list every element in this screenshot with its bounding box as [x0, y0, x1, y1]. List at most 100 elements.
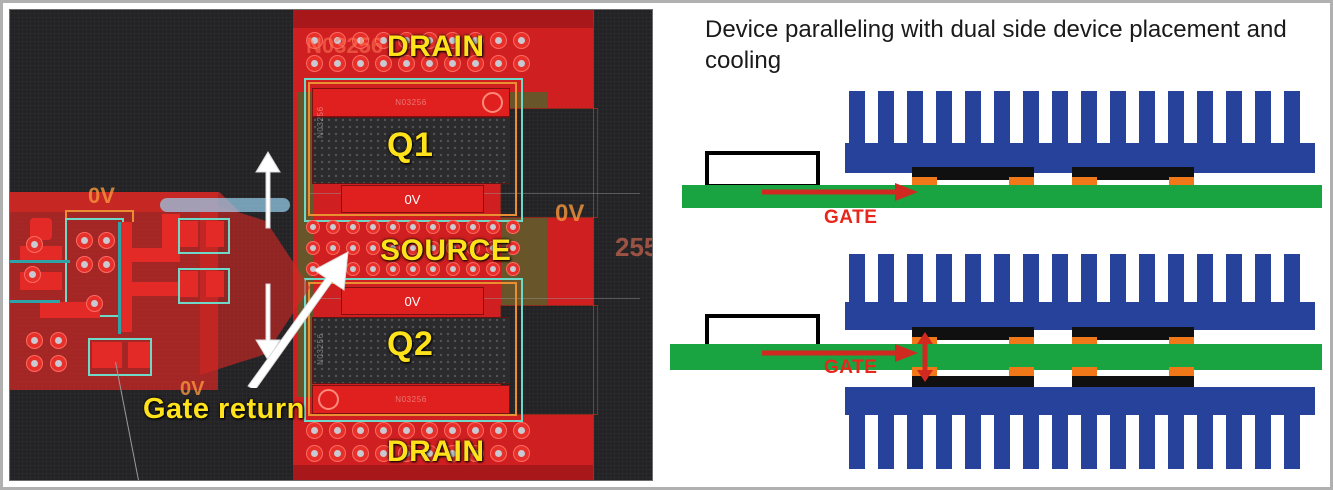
via [26, 236, 43, 253]
q1-device-body [312, 117, 510, 184]
via [26, 332, 43, 349]
via [398, 445, 415, 462]
via [446, 241, 460, 255]
copper-edge-top [293, 10, 593, 28]
via-row-source-3 [306, 262, 520, 276]
via [375, 55, 392, 72]
via [444, 445, 461, 462]
heatsink-top-assembly2 [845, 254, 1315, 330]
via [486, 220, 500, 234]
via [366, 220, 380, 234]
via-row-source-1 [306, 220, 520, 234]
via [86, 295, 103, 312]
pcb-layout-photo: N03256 DRAIN N03256 Q1 0V N03256 [9, 9, 653, 481]
via [375, 422, 392, 439]
gate-label-assembly1: GATE [824, 207, 878, 228]
left-part-pad-b2 [206, 271, 224, 297]
terminal-a2-bot-1-right [1009, 367, 1034, 378]
via [486, 262, 500, 276]
left-part-pad-a1 [180, 221, 198, 247]
via [50, 332, 67, 349]
via [329, 32, 346, 49]
left-vertical-trace [118, 222, 132, 332]
pcb-board-assembly2 [670, 344, 1322, 370]
via [421, 32, 438, 49]
label-drain-top: DRAIN [387, 30, 485, 63]
via [306, 445, 323, 462]
device-body-a1-2 [1072, 167, 1194, 180]
via [506, 262, 520, 276]
terminal-a2-bot-2-right [1169, 367, 1194, 378]
via [490, 445, 507, 462]
via [306, 55, 323, 72]
via [446, 262, 460, 276]
left-part-pad-c2 [128, 342, 150, 368]
via [346, 241, 360, 255]
via [306, 241, 320, 255]
schematic-title: Device paralleling with dual side device… [705, 16, 1287, 74]
q1-silk-part: N03256 [395, 98, 427, 107]
via [406, 262, 420, 276]
via [352, 422, 369, 439]
q1-bottom-pad: 0V [341, 185, 484, 213]
q1-top-pad: N03256 [312, 88, 510, 117]
via [486, 241, 500, 255]
gate-label-assembly2: GATE [824, 357, 878, 378]
via [398, 55, 415, 72]
silkscreen-part-top: N03256 [306, 33, 384, 58]
via-row-drain-top-1 [306, 32, 530, 49]
gate-path-highlight [160, 198, 290, 212]
via [466, 220, 480, 234]
via [444, 32, 461, 49]
q2-top-pad: 0V [341, 287, 484, 315]
device-body-a2-bot-1 [912, 376, 1034, 389]
label-edge-255: 255 [615, 232, 652, 262]
q2-zero-v-label: 0V [404, 293, 421, 309]
via [421, 422, 438, 439]
via [326, 220, 340, 234]
terminal-a2-top-2-left [1072, 337, 1097, 348]
via [421, 55, 438, 72]
via-row-source-2 [306, 241, 520, 255]
q2-courtyard-teal [304, 278, 523, 422]
via [490, 422, 507, 439]
via [50, 355, 67, 372]
via [76, 232, 93, 249]
via [406, 241, 420, 255]
via-row-drain-bottom-2 [306, 445, 530, 462]
left-part-pad-a2 [206, 221, 224, 247]
left-via-trace [162, 214, 180, 254]
left-component-outline-2 [178, 218, 230, 254]
q2-pin1-marker [318, 389, 339, 410]
terminal-a2-top-2-right [1169, 337, 1194, 348]
via [444, 55, 461, 72]
via [26, 355, 43, 372]
white-arrow-up [255, 151, 281, 229]
via-row-drain-bottom-1 [306, 422, 530, 439]
terminal-a1-1-right [1009, 177, 1034, 188]
via [375, 445, 392, 462]
q2-silk-part: N03256 [395, 395, 427, 404]
via-row-drain-top-2 [306, 55, 530, 72]
copper-edge-bottom [293, 465, 593, 480]
board-outline-right [593, 10, 594, 480]
via [375, 32, 392, 49]
via [352, 445, 369, 462]
via [426, 220, 440, 234]
board-cutout-upper [500, 108, 598, 218]
left-trace-3 [40, 302, 100, 318]
via [398, 32, 415, 49]
label-gate-return: Gate return [143, 393, 305, 425]
terminal-a1-2-right [1169, 177, 1194, 188]
via [444, 422, 461, 439]
via [76, 256, 93, 273]
q1-side-silk: N03256 [316, 106, 325, 138]
terminal-a2-bot-2-left [1072, 367, 1097, 378]
via [366, 241, 380, 255]
via [98, 256, 115, 273]
q1-courtyard-teal [304, 78, 523, 222]
via [506, 220, 520, 234]
left-pad-1 [30, 218, 52, 240]
board-cutout-lower [500, 305, 598, 415]
terminal-a1-1-left [912, 177, 937, 188]
